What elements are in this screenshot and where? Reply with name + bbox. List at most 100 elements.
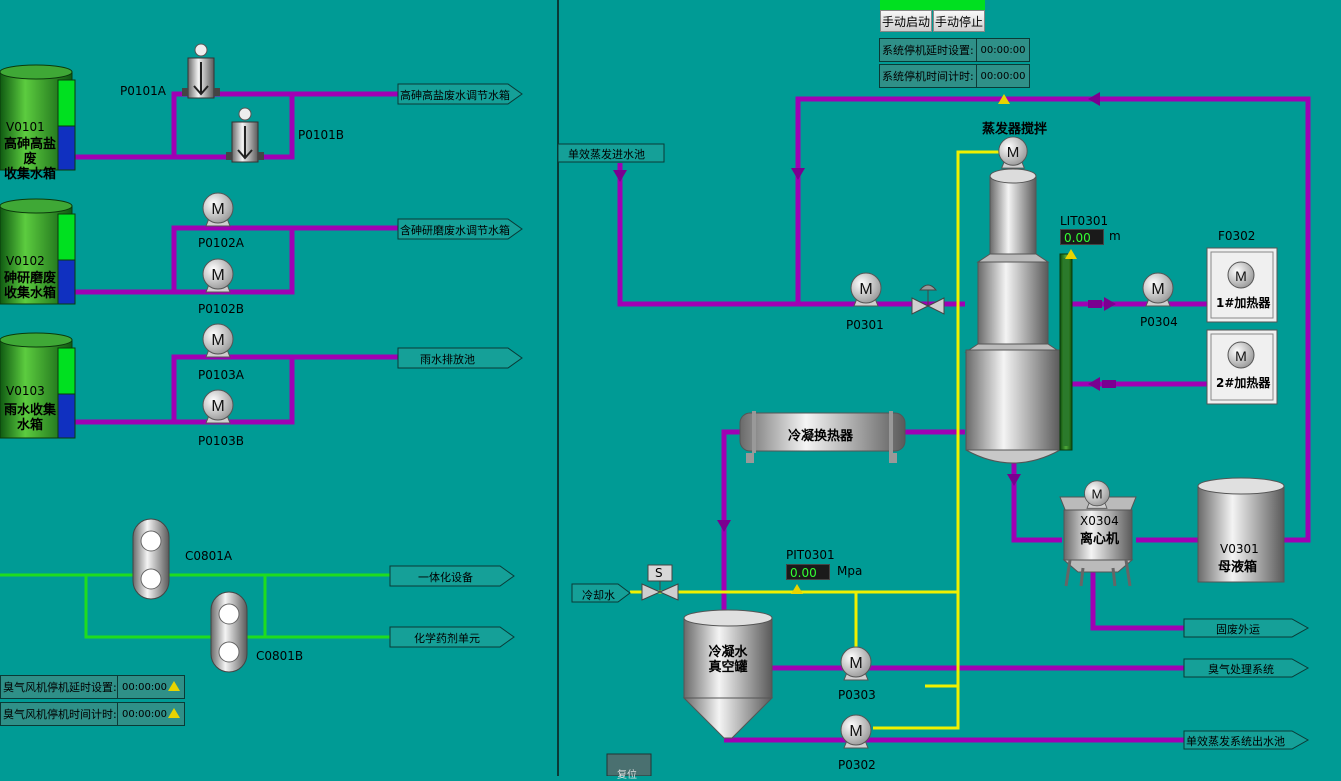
inlet-pool-tag: 单效蒸发进水池 — [568, 148, 645, 161]
right-purple-pipes — [617, 96, 1311, 743]
pump-p0302-label: P0302 — [838, 758, 876, 772]
timer-value: 00:00:00 — [980, 45, 1026, 56]
dest-integrated-equipment: 一体化设备 — [418, 571, 473, 584]
tank-v0102[interactable] — [0, 198, 76, 305]
pump-p0101b[interactable] — [226, 107, 264, 163]
level-tag: LIT0301 — [1060, 214, 1109, 228]
control-valve-feed[interactable] — [911, 284, 945, 315]
left-destination-tags — [389, 83, 523, 648]
reset-button-bg — [606, 753, 652, 776]
tank-v0101[interactable] — [0, 64, 76, 171]
level-indicator-upper — [57, 213, 76, 261]
condenser-label: 冷凝换热器 — [788, 429, 854, 444]
system-timer-value: 00:00:00 — [976, 64, 1030, 104]
heater-tag: F0302 — [1218, 229, 1256, 243]
evaporator-vessel[interactable] — [964, 168, 1062, 464]
tank-v0102-tag: V0102 — [6, 254, 45, 268]
reset-button[interactable]: 复位 — [617, 770, 637, 781]
agitator-title: 蒸发器搅拌 — [982, 122, 1048, 137]
tank-v0301[interactable] — [1197, 477, 1285, 583]
condenser-heat-exchanger[interactable] — [739, 411, 906, 463]
dest-odor-system: 臭气处理系统 — [1208, 663, 1274, 676]
level-indicator-lower — [57, 125, 76, 171]
pump-p0103b-label: P0103B — [198, 434, 245, 448]
tank-name-line2: 水箱 — [16, 418, 43, 433]
heater-1-label: 1#加热器 — [1216, 294, 1271, 311]
heater-2[interactable]: M — [1206, 329, 1278, 405]
vacuum-tank[interactable] — [682, 609, 774, 739]
status-indicator-running — [880, 0, 985, 10]
tank-name-line1: 砷研磨废 — [3, 271, 56, 286]
tank-name-line1: 高砷高盐废 — [3, 137, 56, 167]
heater-2-label: 2#加热器 — [1216, 374, 1271, 391]
fan-timer-label: 臭气风机停机时间计时: — [0, 702, 118, 726]
centrifuge-x0304[interactable] — [1059, 496, 1137, 587]
fan-timer-value: 00:00:00 — [117, 702, 185, 726]
warning-icon — [791, 584, 803, 594]
tank-v0103-tag: V0103 — [6, 384, 45, 398]
pump-p0103b[interactable] — [202, 389, 234, 424]
tank-v0102-name: 砷研磨废 收集水箱 — [0, 271, 60, 301]
dest-chemical-unit: 化学药剂单元 — [414, 632, 480, 645]
pump-p0302[interactable] — [840, 714, 872, 749]
pump-p0101a[interactable] — [182, 43, 220, 99]
manual-stop-button[interactable]: 手动停止 — [933, 10, 985, 32]
pump-p0103a-label: P0103A — [198, 368, 244, 382]
tank-v0103-name: 雨水收集 水箱 — [0, 403, 60, 433]
manual-start-button[interactable]: 手动启动 — [880, 10, 932, 32]
pump-p0103a[interactable] — [202, 323, 234, 358]
system-delay-set-input[interactable]: 00:00:00 — [976, 38, 1030, 78]
timer-value: 00:00:00 — [122, 709, 167, 720]
right-destination-tags — [557, 143, 1310, 750]
centrifuge-motor[interactable] — [1084, 480, 1110, 509]
level-value: 0.00 — [1064, 231, 1091, 245]
pump-p0303-label: P0303 — [838, 688, 876, 702]
pump-p0102a[interactable] — [202, 192, 234, 227]
flow-arrows — [613, 92, 1116, 532]
level-indicator-upper — [57, 347, 76, 395]
dest-grinding-tank: 含砷研磨废水调节水箱 — [400, 224, 510, 237]
dest-rainwater-pool: 雨水排放池 — [420, 353, 475, 366]
tank-name-line1: 雨水收集 — [3, 403, 56, 418]
pump-p0301[interactable] — [850, 272, 882, 307]
timer-value: 00:00:00 — [122, 682, 167, 693]
pump-p0102b[interactable] — [202, 258, 234, 293]
pump-p0303[interactable] — [840, 646, 872, 681]
blower-c0801b[interactable] — [210, 591, 248, 673]
solenoid-valve-cooling[interactable] — [641, 564, 679, 601]
tank-v0101-name: 高砷高盐废 收集水箱 — [0, 137, 60, 182]
vacuum-tank-line2: 真空罐 — [708, 660, 748, 675]
level-unit: m — [1109, 229, 1121, 243]
vacuum-tank-label: 冷凝水 真空罐 — [690, 645, 766, 675]
tank-v0103[interactable] — [0, 332, 76, 439]
fan-delay-set-label: 臭气风机停机延时设置: — [0, 675, 118, 699]
pump-p0301-label: P0301 — [846, 318, 884, 332]
pump-p0304[interactable] — [1142, 272, 1174, 307]
dest-evaporation-outlet: 单效蒸发系统出水池 — [1186, 735, 1285, 748]
pressure-readout: 0.00 — [786, 564, 830, 594]
timer-value: 00:00:00 — [980, 71, 1026, 82]
blower-c0801b-label: C0801B — [256, 649, 304, 663]
level-indicator-lower — [57, 393, 76, 439]
solenoid-valve-label: S — [655, 566, 663, 580]
level-indicator-upper — [57, 79, 76, 127]
pressure-value: 0.00 — [790, 566, 817, 580]
mother-tank-tag: V0301 — [1220, 542, 1259, 556]
blower-c0801a[interactable] — [132, 518, 170, 600]
system-delay-set-label: 系统停机延时设置: — [879, 38, 977, 62]
warning-icon — [167, 708, 180, 718]
left-air-pipes — [0, 573, 390, 639]
level-indicator-lower — [57, 259, 76, 305]
mother-tank-name: 母液箱 — [1218, 560, 1258, 575]
vacuum-tank-line1: 冷凝水 — [708, 645, 748, 660]
pressure-unit: Mpa — [837, 564, 863, 578]
pump-p0102a-label: P0102A — [198, 236, 244, 250]
tank-name-line2: 收集水箱 — [3, 167, 56, 182]
pump-p0101b-label: P0101B — [298, 128, 345, 142]
warning-icon — [167, 681, 180, 691]
agitator-motor[interactable] — [998, 136, 1028, 169]
tank-v0101-tag: V0101 — [6, 120, 45, 134]
warning-icon — [1065, 249, 1077, 259]
fan-delay-set-input[interactable]: 00:00:00 — [117, 675, 185, 699]
